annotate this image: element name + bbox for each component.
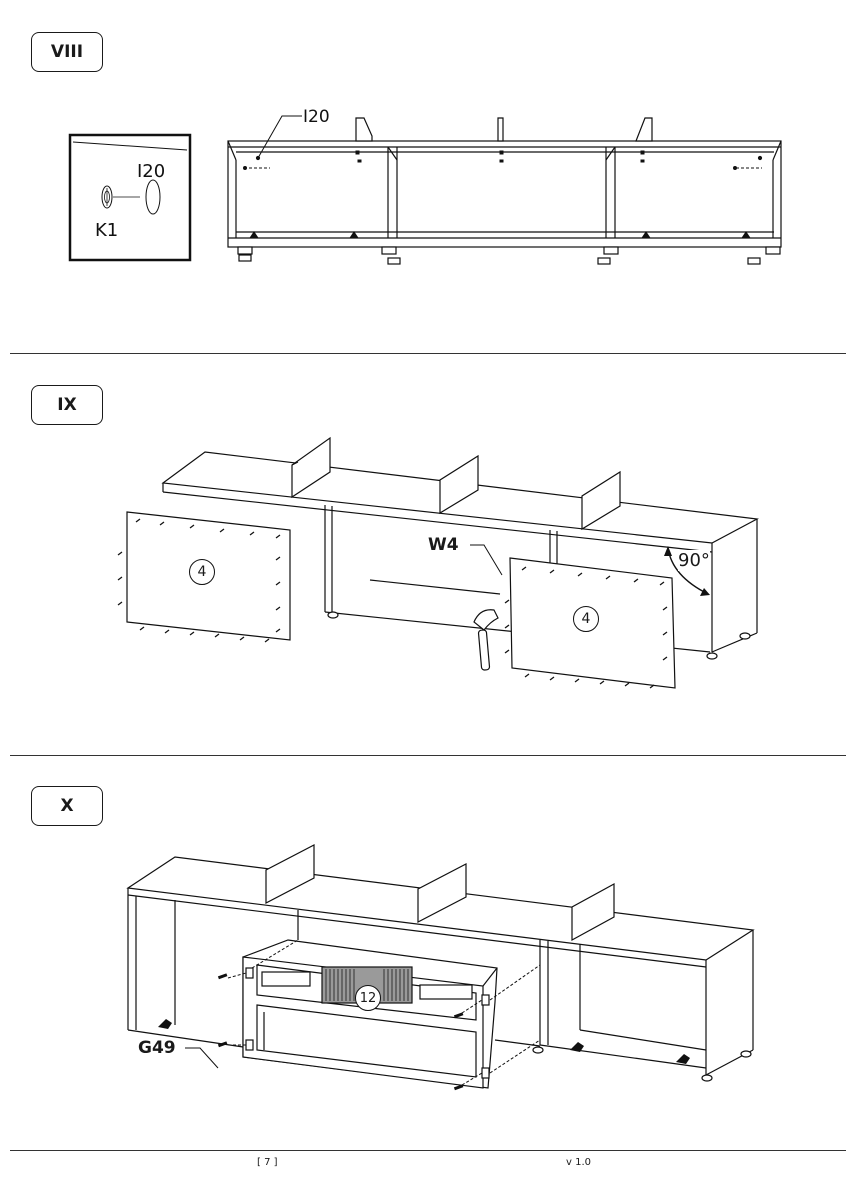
panel-number-right: 4 (573, 606, 599, 632)
cabinet-perspective-ix (161, 436, 759, 660)
section-divider-1 (10, 353, 846, 354)
hammer (473, 609, 499, 671)
cabinet-front-view (227, 117, 782, 265)
screws (158, 973, 690, 1091)
nail-marks (117, 518, 668, 689)
step-viii-illustration: I20 K1 (68, 107, 782, 265)
panel-number-insert: 12 (355, 985, 381, 1011)
dowel-hole (101, 185, 113, 209)
fireplace-insert (242, 939, 498, 1089)
version-label: v 1.0 (566, 1157, 591, 1168)
callout-leader-i20 (257, 115, 302, 159)
callout-label-w4: W4 (428, 535, 459, 555)
cam-fitting-marks (243, 150, 763, 239)
section-divider-2 (10, 755, 846, 756)
panel-number-left: 4 (189, 559, 215, 585)
detail-label-k1: K1 (95, 220, 118, 241)
detail-inset-frame (68, 133, 192, 262)
callout-leader-g49 (185, 1047, 219, 1069)
cabinet-perspective-x (126, 844, 755, 1082)
step-badge-x: X (31, 786, 103, 826)
screw-guides (227, 939, 541, 1086)
page-number: [ 7 ] (257, 1157, 278, 1168)
footer-divider (10, 1150, 846, 1151)
callout-label-i20: I20 (303, 107, 330, 127)
cam-lock-part (145, 179, 161, 215)
step-badge-viii: VIII (31, 32, 103, 72)
callout-label-g49: G49 (138, 1038, 176, 1058)
angle-label: 90° (678, 550, 710, 571)
step-badge-ix: IX (31, 385, 103, 425)
detail-label-i20: I20 (137, 161, 165, 182)
